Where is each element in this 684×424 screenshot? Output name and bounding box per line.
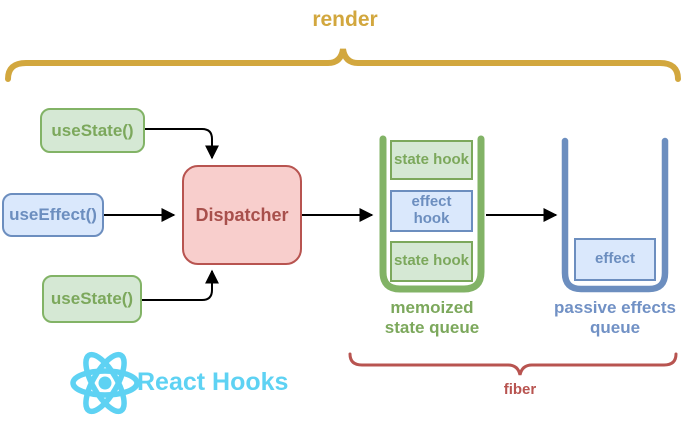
useeffect-node: useEffect() [2, 193, 104, 237]
queue-item-state-hook-1: state hook [390, 140, 473, 180]
dispatcher-node: Dispatcher [182, 165, 302, 265]
fiber-label: fiber [503, 381, 537, 398]
queue-item-effect-hook: effect hook [390, 190, 473, 232]
memoized-state-queue-container [379, 135, 485, 293]
react-hooks-logo-text: React Hooks [137, 368, 289, 396]
passive-effects-queue-label: passive effects queue [554, 298, 676, 338]
render-label: render [312, 8, 378, 31]
arrow-usestate-bottom-to-dispatcher [142, 269, 219, 301]
arrow-usestate-top-to-dispatcher [145, 128, 219, 160]
render-brace [5, 48, 681, 82]
usestate-bottom-node: useState() [42, 275, 142, 323]
passive-effects-queue-container [561, 137, 669, 293]
queue-item-state-hook-2: state hook [390, 241, 473, 282]
react-atom-icon [70, 351, 140, 415]
queue-item-effect: effect [574, 238, 656, 281]
fiber-brace [348, 352, 678, 376]
memoized-state-queue-label: memoized state queue [384, 298, 480, 338]
usestate-top-node: useState() [40, 108, 145, 153]
